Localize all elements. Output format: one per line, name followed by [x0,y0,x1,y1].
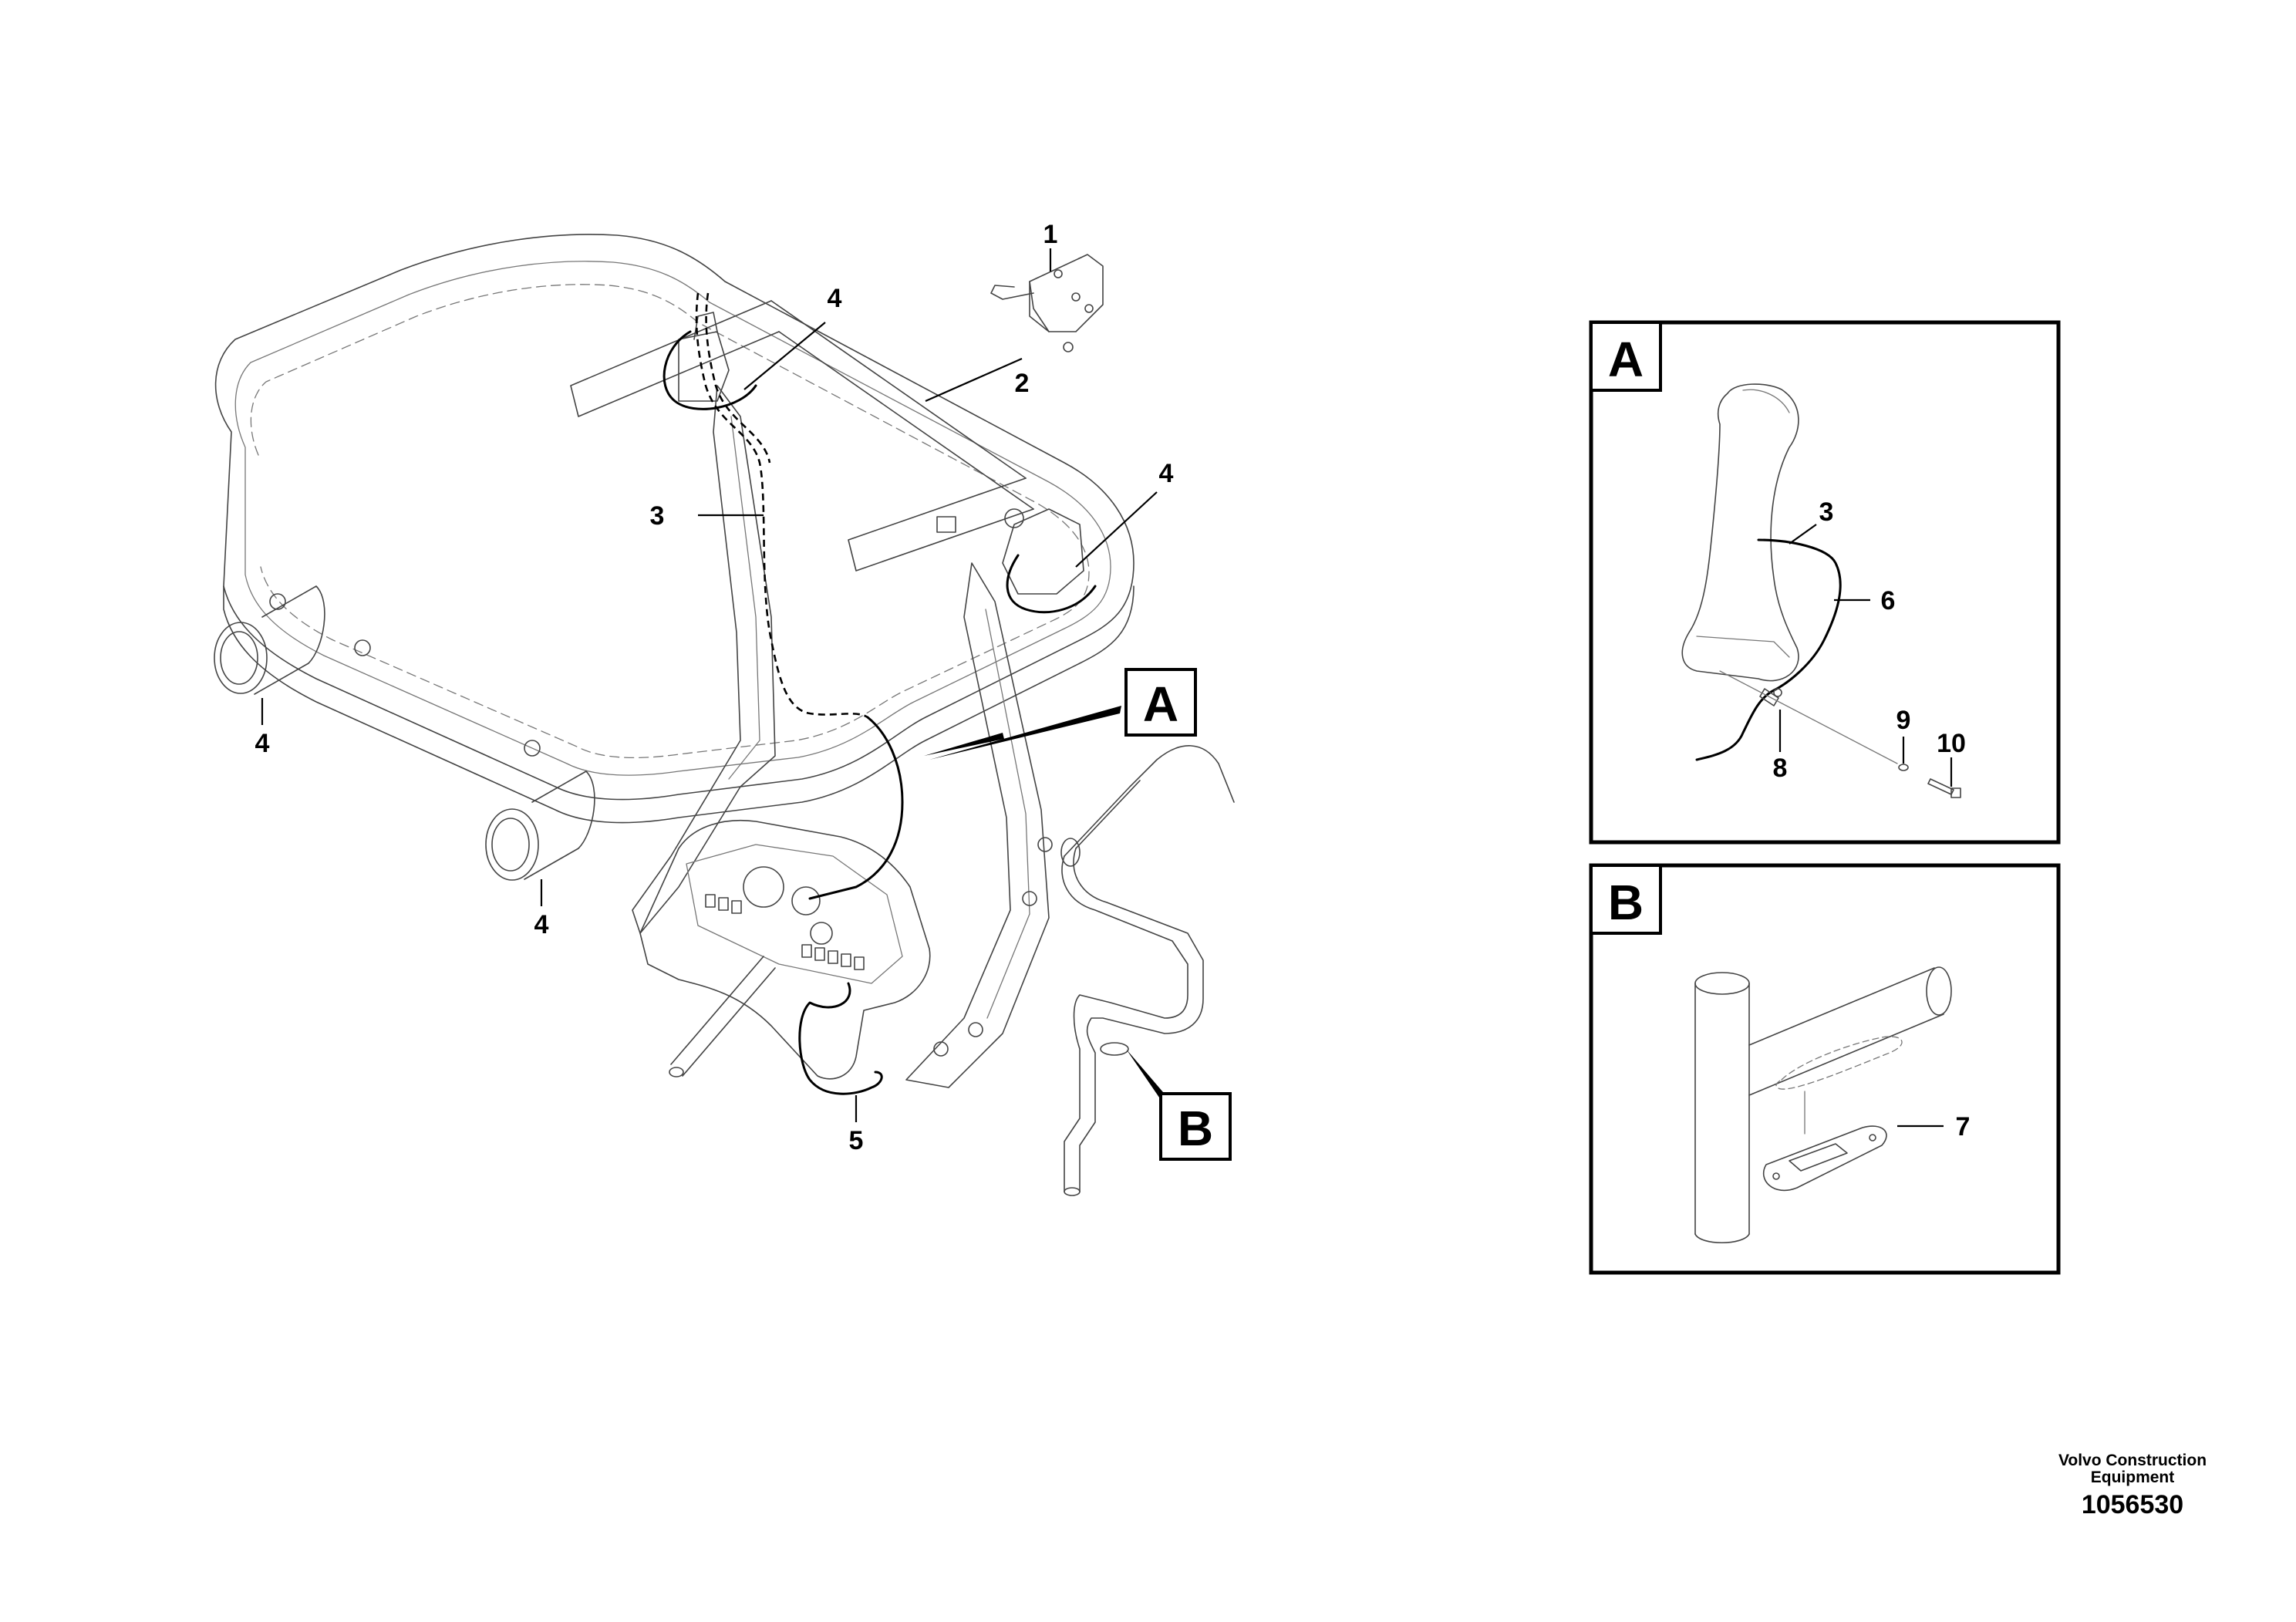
pointer-a-long [929,706,1121,760]
view-a-box [1124,668,1197,737]
footer-company-line2: Equipment [2091,1469,2175,1486]
callout-4-left: 4 [255,729,270,758]
work-lights [214,312,1084,881]
callout-5: 5 [849,1126,864,1155]
detail-a-callout-6: 6 [1881,586,1896,615]
callout-2: 2 [1015,369,1030,398]
callout-3: 3 [650,501,665,531]
detail-a-callout-10: 10 [1937,729,1966,758]
detail-a-callout-9: 9 [1896,706,1911,735]
cab-roof-frame [214,234,1135,824]
callout-1: 1 [1043,220,1058,249]
view-a-label: A [1143,676,1178,732]
detail-a-callout-8: 8 [1773,754,1788,783]
view-b-box [1159,1092,1232,1161]
detail-a: A 3 6 9 10 8 [1589,320,2061,845]
cable-harness [663,292,1097,1095]
instrument-panel [639,819,931,1080]
detail-b: B 7 [1589,863,2061,1275]
leader-lines [261,248,1158,1122]
detail-b-callout-7: 7 [1956,1112,1971,1141]
footer-company-line1: Volvo Construction [2058,1452,2207,1469]
detail-a-letter: A [1608,332,1644,387]
pointer-a [924,733,1004,756]
detail-b-letter: B [1608,875,1644,930]
footer-document-number: 1056530 [2082,1490,2183,1519]
detail-a-callout-3: 3 [1819,497,1834,527]
cab-pillars [632,385,1053,1088]
light-switch-bracket [990,254,1104,352]
handrail [1060,745,1235,1196]
view-b-label: B [1178,1101,1213,1156]
callout-4-right: 4 [1159,459,1174,488]
callout-4-bottom: 4 [534,910,549,939]
callout-4-top: 4 [828,284,842,313]
